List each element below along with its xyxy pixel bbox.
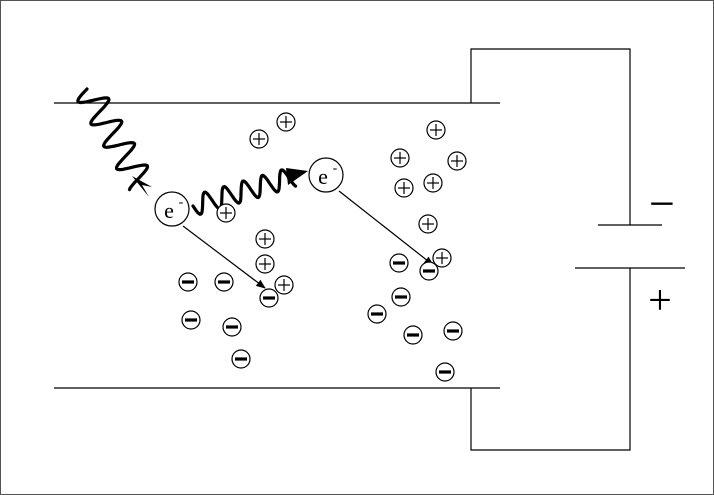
electron-path-arrow-1 (182, 225, 266, 289)
positive-ion-3 (426, 120, 446, 140)
negative-ion-5 (222, 317, 242, 337)
positive-ion-9 (418, 214, 438, 234)
positive-ion-1 (249, 129, 269, 149)
negative-ion-3 (259, 288, 279, 308)
negative-ion-10 (367, 304, 387, 324)
positive-ion-10 (255, 229, 275, 249)
negative-ion-8 (419, 261, 439, 281)
positive-ion-4 (390, 148, 410, 168)
positive-ion-11 (255, 254, 275, 274)
incoming-photon-arrowhead (132, 176, 152, 197)
negative-ion-12 (443, 321, 463, 341)
incoming-photon-wave (76, 87, 150, 192)
emitted-photon-wave (191, 168, 298, 216)
negative-ion-13 (435, 362, 455, 382)
positive-ion-12 (274, 275, 294, 295)
battery-negative-label: − (649, 178, 675, 229)
electron-1-charge: - (179, 195, 184, 210)
circuit-wire-bottom (470, 268, 631, 451)
electron-2-charge: - (333, 161, 338, 176)
positive-ion-2 (276, 112, 296, 132)
positive-ion-13 (432, 248, 452, 268)
negative-ion-1 (178, 272, 198, 292)
positive-ion-7 (423, 173, 443, 193)
negative-ion-11 (403, 325, 423, 345)
negative-ion-7 (389, 253, 409, 273)
positive-ion-5 (447, 151, 467, 171)
emitted-photon-arrowhead (286, 168, 308, 185)
ions-layer (178, 112, 467, 382)
circuit-wire-top (470, 48, 631, 225)
positive-ion-8 (216, 203, 236, 223)
electron-2-label: e (318, 164, 328, 189)
negative-ion-2 (214, 272, 234, 292)
electron-2: e - (308, 157, 344, 193)
positive-ion-6 (394, 178, 414, 198)
battery-positive-label: + (648, 278, 672, 324)
negative-ion-9 (391, 287, 411, 307)
electron-1: e - (154, 191, 190, 227)
electron-path-arrow-2 (338, 190, 434, 266)
negative-ion-6 (231, 349, 251, 369)
negative-ion-4 (181, 310, 201, 330)
electron-1-label: e (164, 198, 174, 223)
